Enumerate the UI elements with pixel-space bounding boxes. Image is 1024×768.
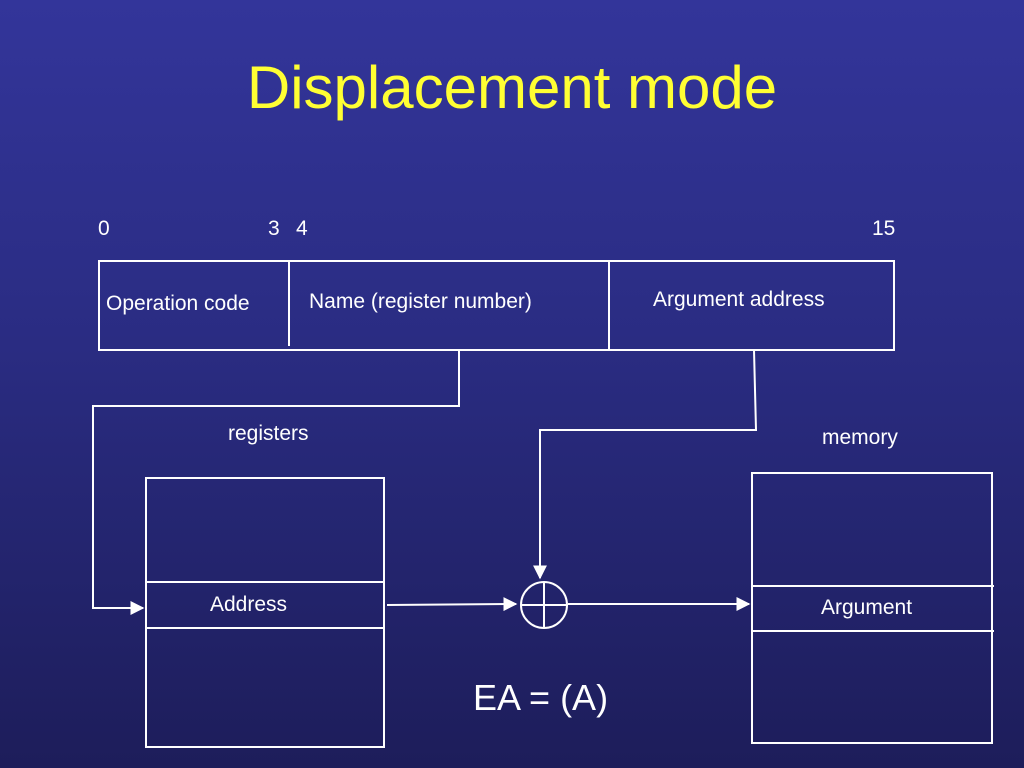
argument-field-arrow xyxy=(533,349,758,580)
bit-0-label: 0 xyxy=(98,217,110,240)
registers-box xyxy=(145,477,385,748)
bit-3-label: 3 xyxy=(268,217,280,240)
register-field-label: Name (register number) xyxy=(309,290,532,313)
address-cell-label: Address xyxy=(210,593,288,616)
slide-title: Displacement mode xyxy=(246,54,778,121)
argument-cell-label: Argument xyxy=(821,596,913,619)
bit-15-label: 15 xyxy=(872,217,896,240)
register-field-arrow xyxy=(92,350,460,615)
memory-label: memory xyxy=(822,426,898,449)
opcode-field-label: Operation code xyxy=(106,292,250,315)
registers-label: registers xyxy=(228,422,309,445)
address-to-adder-arrow xyxy=(386,597,518,612)
argument-field-label: Argument address xyxy=(653,288,825,311)
effective-address-formula: EA = (A) xyxy=(473,677,609,718)
instruction-format-box xyxy=(98,260,895,351)
bit-4-label: 4 xyxy=(296,217,308,240)
memory-box xyxy=(751,472,994,744)
adder-icon xyxy=(520,581,568,629)
